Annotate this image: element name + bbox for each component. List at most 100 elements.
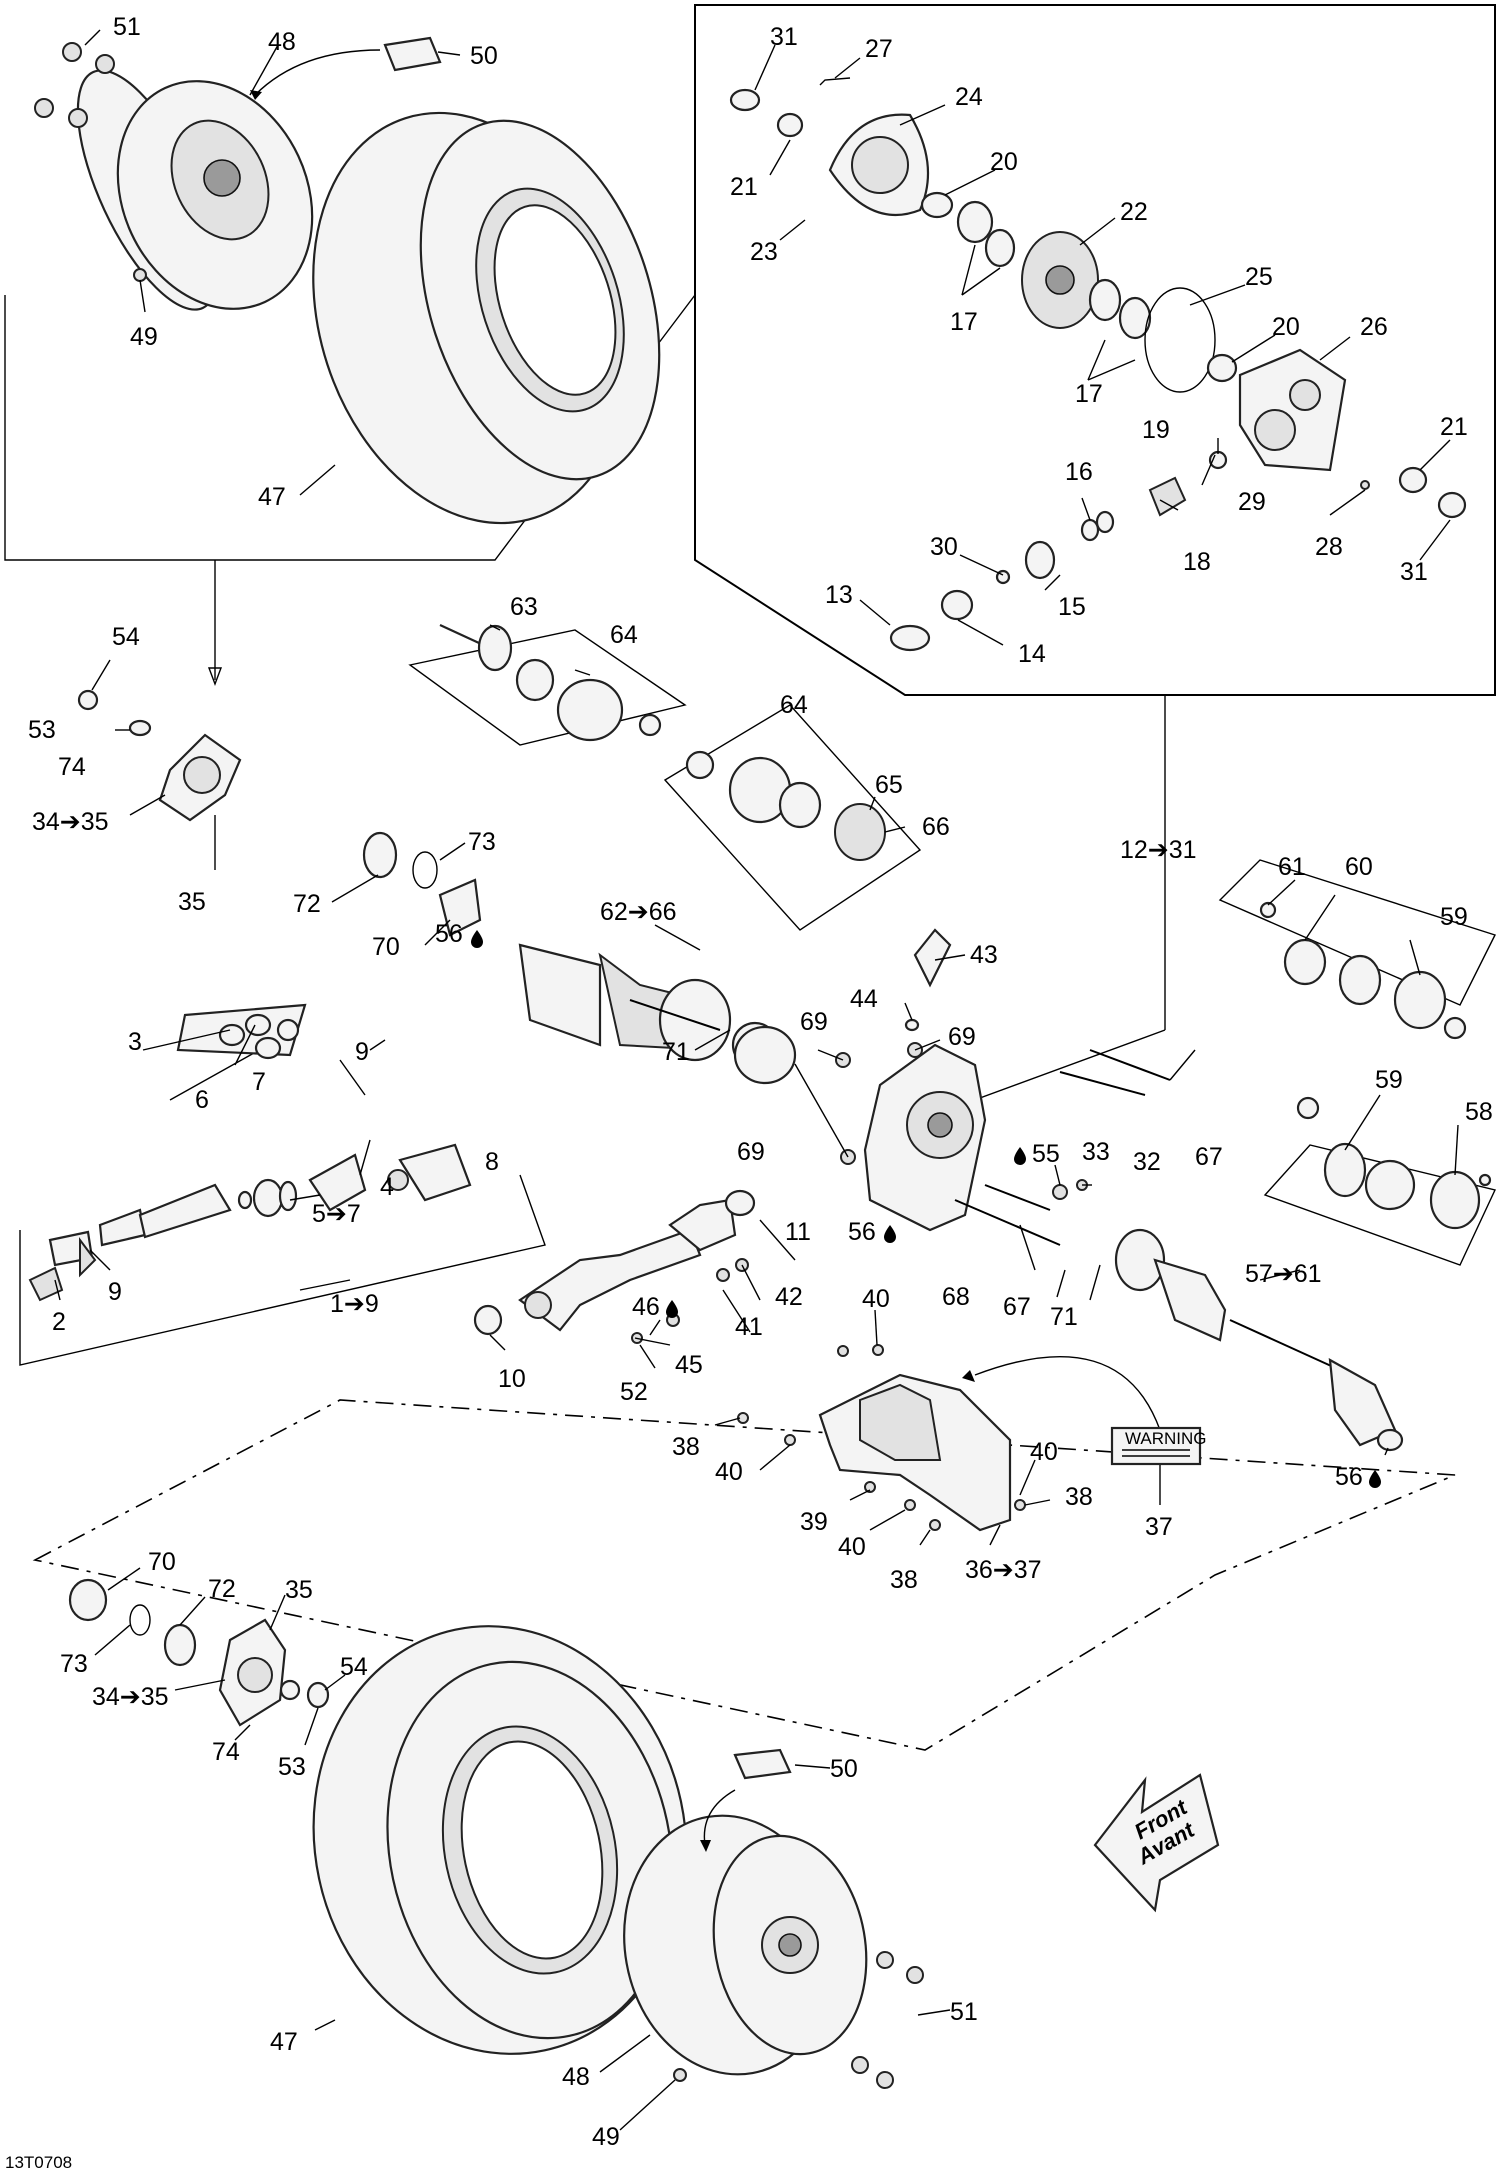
- callout-67b: 67: [1003, 1293, 1031, 1321]
- drawing-code: 13T0708: [5, 2153, 72, 2172]
- callout-70: 70: [372, 933, 400, 961]
- callout-71b: 71: [1050, 1303, 1078, 1331]
- callout-50b: 50: [830, 1755, 858, 1783]
- callout-48b: 48: [562, 2063, 590, 2091]
- callout-18: 18: [1183, 548, 1211, 576]
- callout-33: 33: [1082, 1138, 1110, 1166]
- callout-49: 49: [130, 323, 158, 351]
- callout-68: 68: [942, 1283, 970, 1311]
- callout-57-61: 57➔61: [1245, 1260, 1322, 1288]
- callout-4: 4: [380, 1173, 394, 1201]
- lug-nuts-top: [34, 42, 147, 282]
- callout-7: 7: [252, 1068, 266, 1096]
- callout-51: 51: [113, 13, 141, 41]
- callout-35b: 35: [285, 1576, 313, 1604]
- callout-46: 46: [632, 1293, 660, 1321]
- callout-38c: 38: [1065, 1483, 1093, 1511]
- lubricant-drop-icon: [1369, 1470, 1381, 1488]
- warning-label-text: WARNING: [1125, 1429, 1207, 1448]
- callout-37: 37: [1145, 1513, 1173, 1541]
- callout-2: 2: [52, 1308, 66, 1336]
- callout-32: 32: [1133, 1148, 1161, 1176]
- callout-54b: 54: [340, 1653, 368, 1681]
- callout-56: 56: [435, 920, 463, 948]
- callout-42: 42: [775, 1283, 803, 1311]
- callout-17: 17: [950, 308, 978, 336]
- callout-1-9: 1➔9: [330, 1290, 379, 1318]
- callout-56c: 56: [1335, 1463, 1363, 1491]
- callout-40c: 40: [838, 1533, 866, 1561]
- callout-35: 35: [178, 888, 206, 916]
- rear-wheel-top: [76, 69, 314, 311]
- callout-73: 73: [468, 828, 496, 856]
- callout-72: 72: [293, 890, 321, 918]
- callout-25: 25: [1245, 263, 1273, 291]
- skid-plate: [737, 1344, 1161, 1532]
- callout-39: 39: [800, 1508, 828, 1536]
- callout-62-66: 62➔66: [600, 898, 677, 926]
- callout-14: 14: [1018, 640, 1046, 668]
- callout-59b: 59: [1375, 1066, 1403, 1094]
- lubricant-drop-icon: [1014, 1147, 1026, 1165]
- callout-22: 22: [1120, 198, 1148, 226]
- driveshaft: [28, 1003, 756, 1344]
- callout-9b: 9: [108, 1278, 122, 1306]
- callout-64b: 64: [780, 691, 808, 719]
- callout-43: 43: [970, 941, 998, 969]
- callout-53: 53: [28, 716, 56, 744]
- callout-49b: 49: [592, 2123, 620, 2151]
- callout-34-35b: 34➔35: [92, 1683, 169, 1711]
- warning-label-bottom: [700, 1748, 792, 1852]
- callout-16: 16: [1065, 458, 1093, 486]
- callout-51b: 51: [950, 1998, 978, 2026]
- callout-9: 9: [355, 1038, 369, 1066]
- callout-21: 21: [730, 173, 758, 201]
- callout-21b: 21: [1440, 413, 1468, 441]
- callout-6: 6: [195, 1086, 209, 1114]
- callout-27: 27: [865, 35, 893, 63]
- callout-26: 26: [1360, 313, 1388, 341]
- callout-60: 60: [1345, 853, 1373, 881]
- rear-wheel-bottom: [623, 1814, 924, 2089]
- callout-63: 63: [510, 593, 538, 621]
- callout-58: 58: [1465, 1098, 1493, 1126]
- frame-lines: [4, 4, 1496, 1751]
- hub-upper: [77, 689, 482, 937]
- callout-53b: 53: [278, 1753, 306, 1781]
- callout-30: 30: [930, 533, 958, 561]
- callout-70b: 70: [148, 1548, 176, 1576]
- callout-20: 20: [990, 148, 1018, 176]
- lubricant-drop-icon: [666, 1300, 678, 1318]
- callout-69: 69: [800, 1008, 828, 1036]
- rear-tire-bottom: [312, 1625, 688, 2055]
- callout-47b: 47: [270, 2028, 298, 2056]
- callout-38: 38: [672, 1433, 700, 1461]
- callout-69c: 69: [737, 1138, 765, 1166]
- callout-36-37: 36➔37: [965, 1556, 1042, 1584]
- callout-74b: 74: [212, 1738, 240, 1766]
- callout-19: 19: [1142, 416, 1170, 444]
- callout-11: 11: [785, 1218, 811, 1246]
- callout-5-7: 5➔7: [312, 1200, 361, 1228]
- front-direction-arrow: Front Avant: [1093, 1773, 1220, 1913]
- rear-tire-top: [312, 111, 661, 525]
- callout-38b: 38: [890, 1566, 918, 1594]
- callout-72b: 72: [208, 1575, 236, 1603]
- callout-61: 61: [1278, 853, 1306, 881]
- leader-lines: [54, 29, 1459, 2131]
- callout-40d: 40: [1030, 1438, 1058, 1466]
- callout-47: 47: [258, 483, 286, 511]
- lubricant-drop-icon: [471, 930, 483, 948]
- callout-41: 41: [735, 1313, 763, 1341]
- callout-3: 3: [128, 1028, 142, 1056]
- callout-64: 64: [610, 621, 638, 649]
- callout-54: 54: [112, 623, 140, 651]
- callout-74: 74: [58, 753, 86, 781]
- callout-40b: 40: [715, 1458, 743, 1486]
- callout-8: 8: [485, 1148, 499, 1176]
- callout-20b: 20: [1272, 313, 1300, 341]
- callout-23: 23: [750, 238, 778, 266]
- callout-55: 55: [1032, 1140, 1060, 1168]
- differential-parts: [729, 77, 1467, 652]
